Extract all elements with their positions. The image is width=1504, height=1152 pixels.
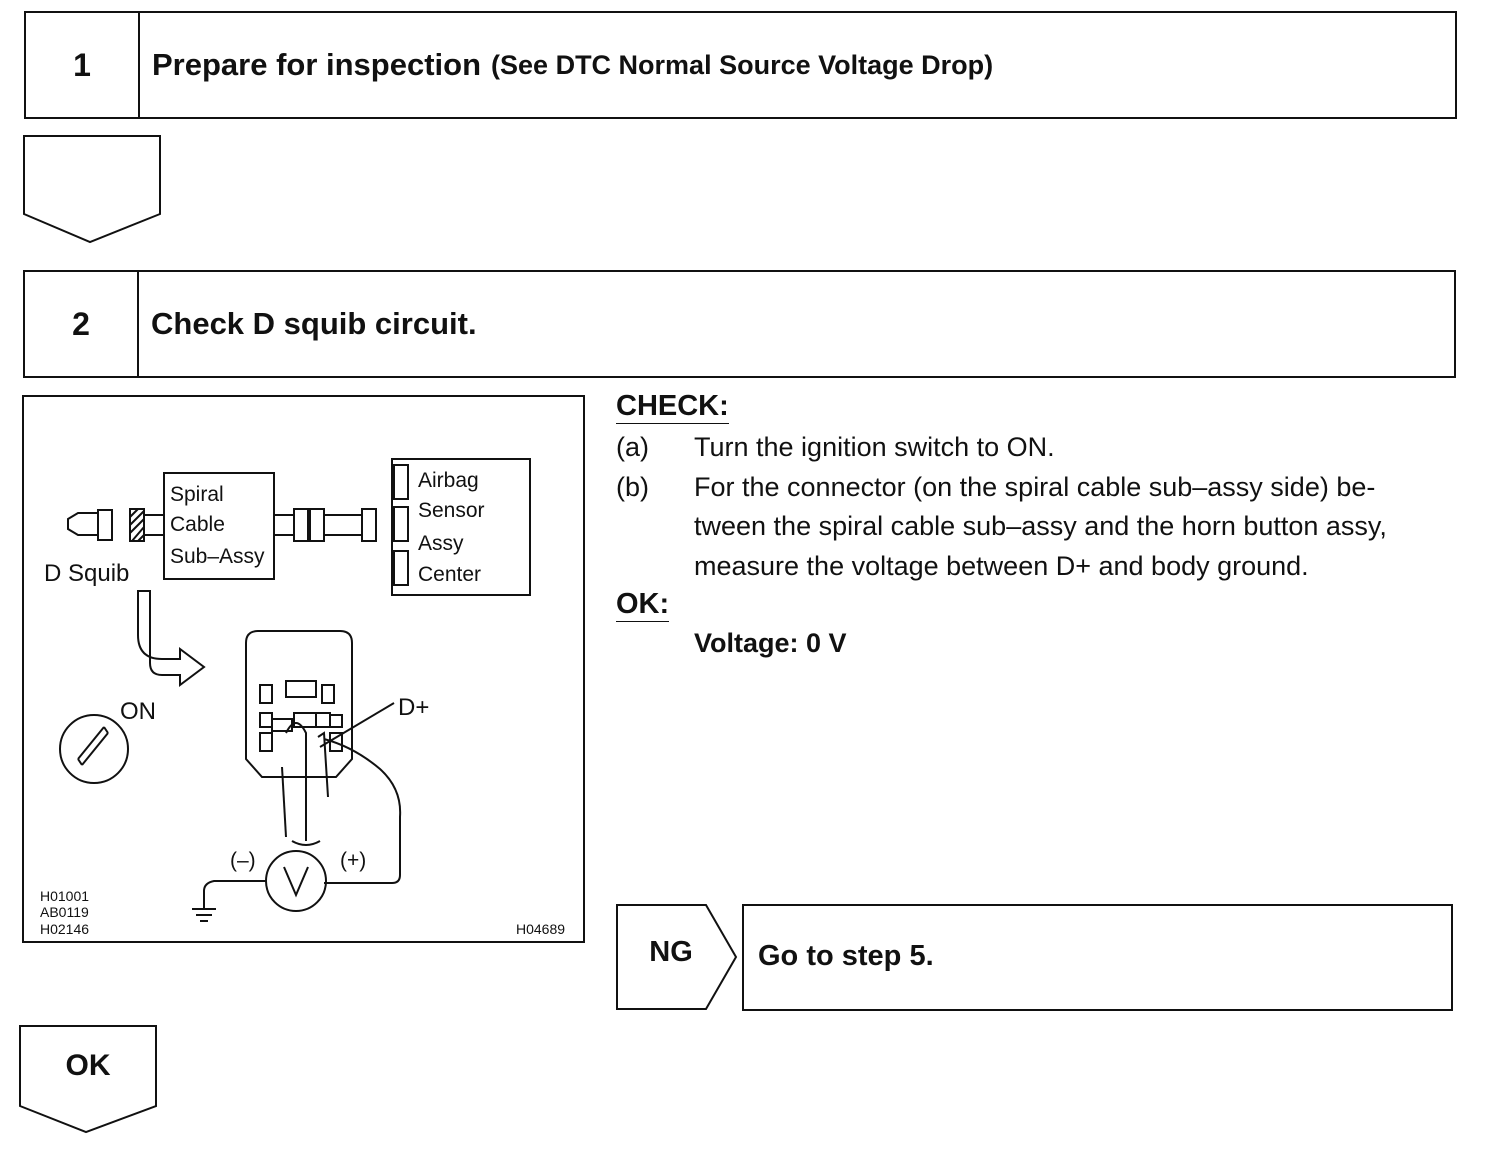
check-item-b-line-1: For the connector (on the spiral cable s… [694, 472, 1376, 502]
ok-heading: OK: [616, 588, 670, 622]
wiring-diagram-drawing: Spiral Cable Sub–Assy Airbag Sensor Assy… [40, 458, 565, 937]
ignition-switch-icon [59, 714, 129, 784]
voltmeter-icon [265, 850, 327, 912]
check-item-b-line-2: tween the spiral cable sub–assy and the … [694, 511, 1387, 541]
check-item-b-marker: (b) [616, 472, 649, 502]
figure-code-right: H04689 [516, 921, 565, 937]
check-heading: CHECK: [616, 390, 729, 424]
step-2-box: 2 Check D squib circuit. [23, 270, 1456, 378]
airbag-sensor-label-1: Airbag [418, 469, 479, 492]
step-2-title: Check D squib circuit. [151, 306, 477, 341]
airbag-sensor-label-4: Center [418, 563, 481, 586]
airbag-sensor-box [391, 458, 531, 596]
spiral-cable-label-3: Sub–Assy [170, 545, 265, 568]
step-1-title-text: Prepare for inspection [152, 47, 482, 82]
step-1-reference: (See DTC Normal Source Voltage Drop) [491, 49, 994, 80]
ok-voltage-spec: Voltage: 0 V [694, 628, 847, 658]
ok-heading-text: OK: [616, 588, 670, 622]
on-label: ON [120, 698, 156, 725]
d-plus-label: D+ [398, 694, 429, 721]
airbag-sensor-label-2: Sensor [418, 499, 485, 522]
airbag-sensor-label-3: Assy [418, 532, 464, 555]
plus-label: (+) [340, 849, 366, 872]
figure-code-1: H01001 [40, 888, 89, 904]
check-item-a-text: Turn the ignition switch to ON. [694, 432, 1055, 462]
d-squib-connector-icon [67, 512, 99, 536]
figure-code-3: H02146 [40, 921, 89, 937]
step-1-number: 1 [26, 13, 140, 117]
ok-arrow-label: OK [65, 1049, 111, 1082]
step-1-title: Prepare for inspection (See DTC Normal S… [152, 13, 1445, 117]
ng-action-text: Go to step 5. [758, 940, 934, 972]
flow-arrow-1 [23, 135, 161, 244]
wiring-figure: Spiral Cable Sub–Assy Airbag Sensor Assy… [22, 395, 585, 943]
check-item-b-line-3: measure the voltage between D+ and body … [694, 551, 1309, 581]
ok-arrow [19, 1025, 157, 1134]
step-2-number: 2 [25, 272, 139, 376]
check-heading-text: CHECK: [616, 390, 729, 424]
ng-action-box: Go to step 5. [742, 904, 1453, 1011]
connector-body [245, 630, 353, 778]
minus-label: (–) [230, 849, 256, 872]
d-squib-label: D Squib [44, 560, 129, 587]
bent-arrow-icon [137, 590, 206, 687]
figure-code-2: AB0119 [40, 904, 89, 920]
ng-label: NG [649, 936, 693, 968]
step-1-box: 1 Prepare for inspection (See DTC Normal… [24, 11, 1457, 119]
ng-arrow [616, 904, 738, 1010]
spiral-cable-label-1: Spiral [170, 483, 224, 506]
spiral-cable-label-2: Cable [170, 513, 225, 536]
check-item-a-marker: (a) [616, 432, 649, 462]
